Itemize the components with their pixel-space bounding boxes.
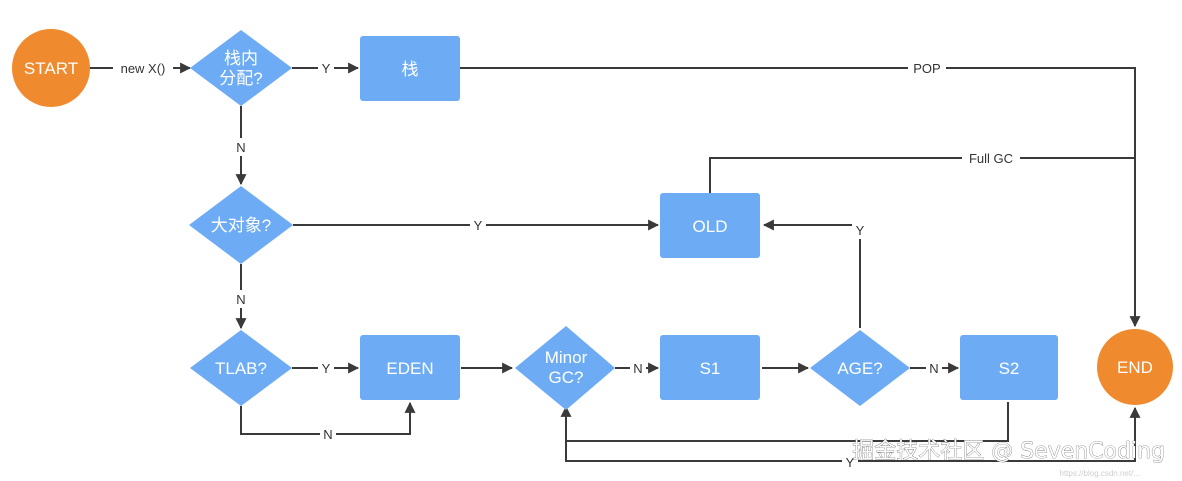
s2-label: S2 <box>999 359 1020 378</box>
label-gc-n: N <box>633 361 642 376</box>
watermark-text: 掘金技术社区 @ SevenCoding <box>852 439 1165 464</box>
label-stack-y: Y <box>322 61 331 76</box>
label-full-gc: Full GC <box>969 151 1013 166</box>
age-decision: AGE? <box>810 330 910 406</box>
label-pop: POP <box>913 61 940 76</box>
tlab-label: TLAB? <box>215 359 267 378</box>
s2-node: S2 <box>960 335 1058 400</box>
s1-node: S1 <box>660 335 760 400</box>
edge-old-full-gc <box>709 157 1135 193</box>
label-stack-n: N <box>236 140 245 155</box>
edge-stack-to-end <box>460 67 1141 328</box>
label-big-y: Y <box>474 218 483 233</box>
big-object-label: 大对象? <box>211 216 271 235</box>
eden-label: EDEN <box>386 359 433 378</box>
label-new-x: new X() <box>121 61 166 76</box>
label-age-n: N <box>929 361 938 376</box>
label-big-n: N <box>236 292 245 307</box>
label-tlab-n: N <box>323 427 332 442</box>
start-label: START <box>24 59 78 78</box>
s1-label: S1 <box>700 359 721 378</box>
end-node: END <box>1097 329 1173 405</box>
old-node: OLD <box>660 193 760 258</box>
age-label: AGE? <box>837 359 882 378</box>
watermark-faint-url: https://blog.csdn.net/... <box>1060 469 1141 478</box>
minor-gc-decision: Minor GC? <box>515 326 615 410</box>
label-age-y: Y <box>856 223 865 238</box>
end-label: END <box>1117 358 1153 377</box>
stack-alloc-decision: 栈内 分配? <box>190 30 292 106</box>
stack-alloc-label-line2: 分配? <box>219 69 262 88</box>
tlab-decision: TLAB? <box>190 330 292 406</box>
edge-s2-to-gc <box>560 402 1009 442</box>
stack-alloc-label-line1: 栈内 <box>224 49 258 68</box>
edge-age-to-old <box>762 219 861 328</box>
old-label: OLD <box>693 217 728 236</box>
minor-gc-label-line2: GC? <box>549 368 584 387</box>
start-node: START <box>12 29 90 107</box>
stack-label: 栈 <box>402 60 419 79</box>
minor-gc-label-line1: Minor <box>545 348 588 367</box>
big-object-decision: 大对象? <box>189 186 293 264</box>
label-s2-y: Y <box>846 455 855 470</box>
eden-node: EDEN <box>360 335 460 400</box>
stack-node: 栈 <box>360 36 460 101</box>
label-tlab-y: Y <box>322 361 331 376</box>
